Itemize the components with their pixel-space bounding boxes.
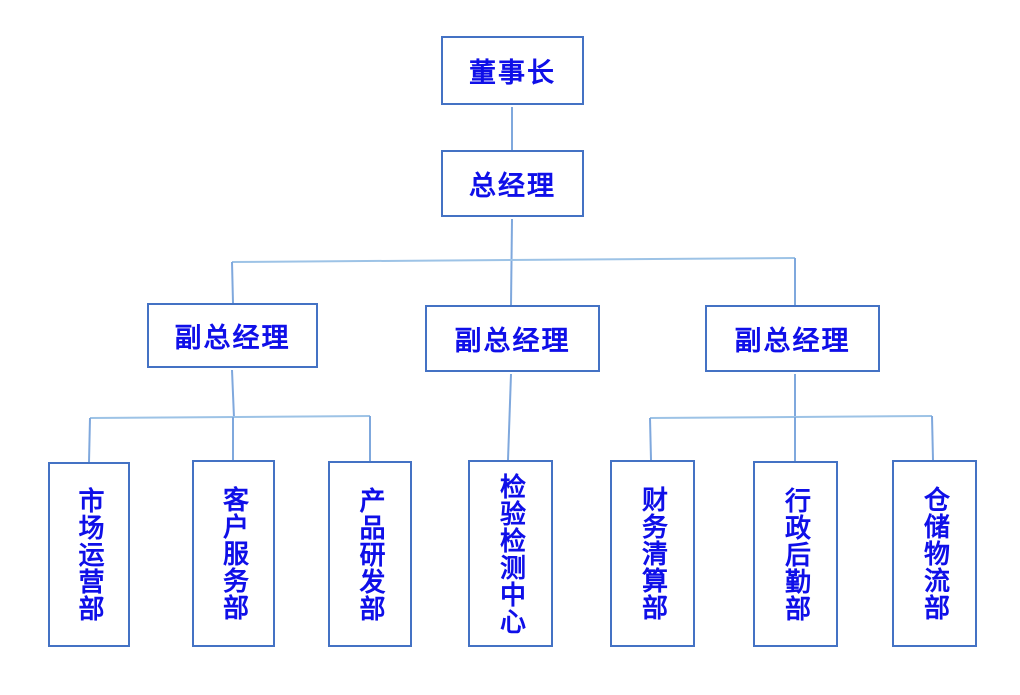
node-dept-marketing-operations: 市场运营部 [48, 462, 130, 647]
node-dept-product-rd: 产品研发部 [328, 461, 412, 647]
node-dept-warehouse-logistics: 仓储物流部 [892, 460, 977, 647]
node-deputy-gm-1-label: 副总经理 [174, 323, 291, 354]
node-general-manager-label: 总经理 [469, 171, 556, 202]
node-deputy-gm-2: 副总经理 [425, 305, 600, 372]
node-dept-warehouse-logistics-label: 仓储物流部 [919, 486, 950, 621]
node-deputy-gm-1: 副总经理 [147, 303, 318, 368]
node-dept-admin-logistics: 行政后勤部 [753, 461, 838, 647]
node-dept-inspection-testing-center: 检验检测中心 [468, 460, 553, 647]
node-dept-marketing-operations-label: 市场运营部 [74, 487, 104, 622]
node-dept-finance-clearing: 财务清算部 [610, 460, 695, 647]
node-general-manager: 总经理 [441, 150, 584, 217]
node-dept-product-rd-label: 产品研发部 [355, 486, 385, 622]
node-dept-finance-clearing-label: 财务清算部 [637, 486, 668, 621]
node-chairman: 董事长 [441, 36, 584, 105]
node-dept-customer-service: 客户服务部 [192, 460, 275, 647]
node-deputy-gm-3: 副总经理 [705, 305, 880, 372]
node-dept-customer-service-label: 客户服务部 [218, 486, 249, 621]
node-deputy-gm-3-label: 副总经理 [734, 326, 851, 357]
node-chairman-label: 董事长 [469, 58, 556, 89]
node-dept-admin-logistics-label: 行政后勤部 [780, 486, 811, 622]
node-dept-inspection-testing-center-label: 检验检测中心 [495, 472, 526, 635]
node-deputy-gm-2-label: 副总经理 [454, 326, 571, 357]
